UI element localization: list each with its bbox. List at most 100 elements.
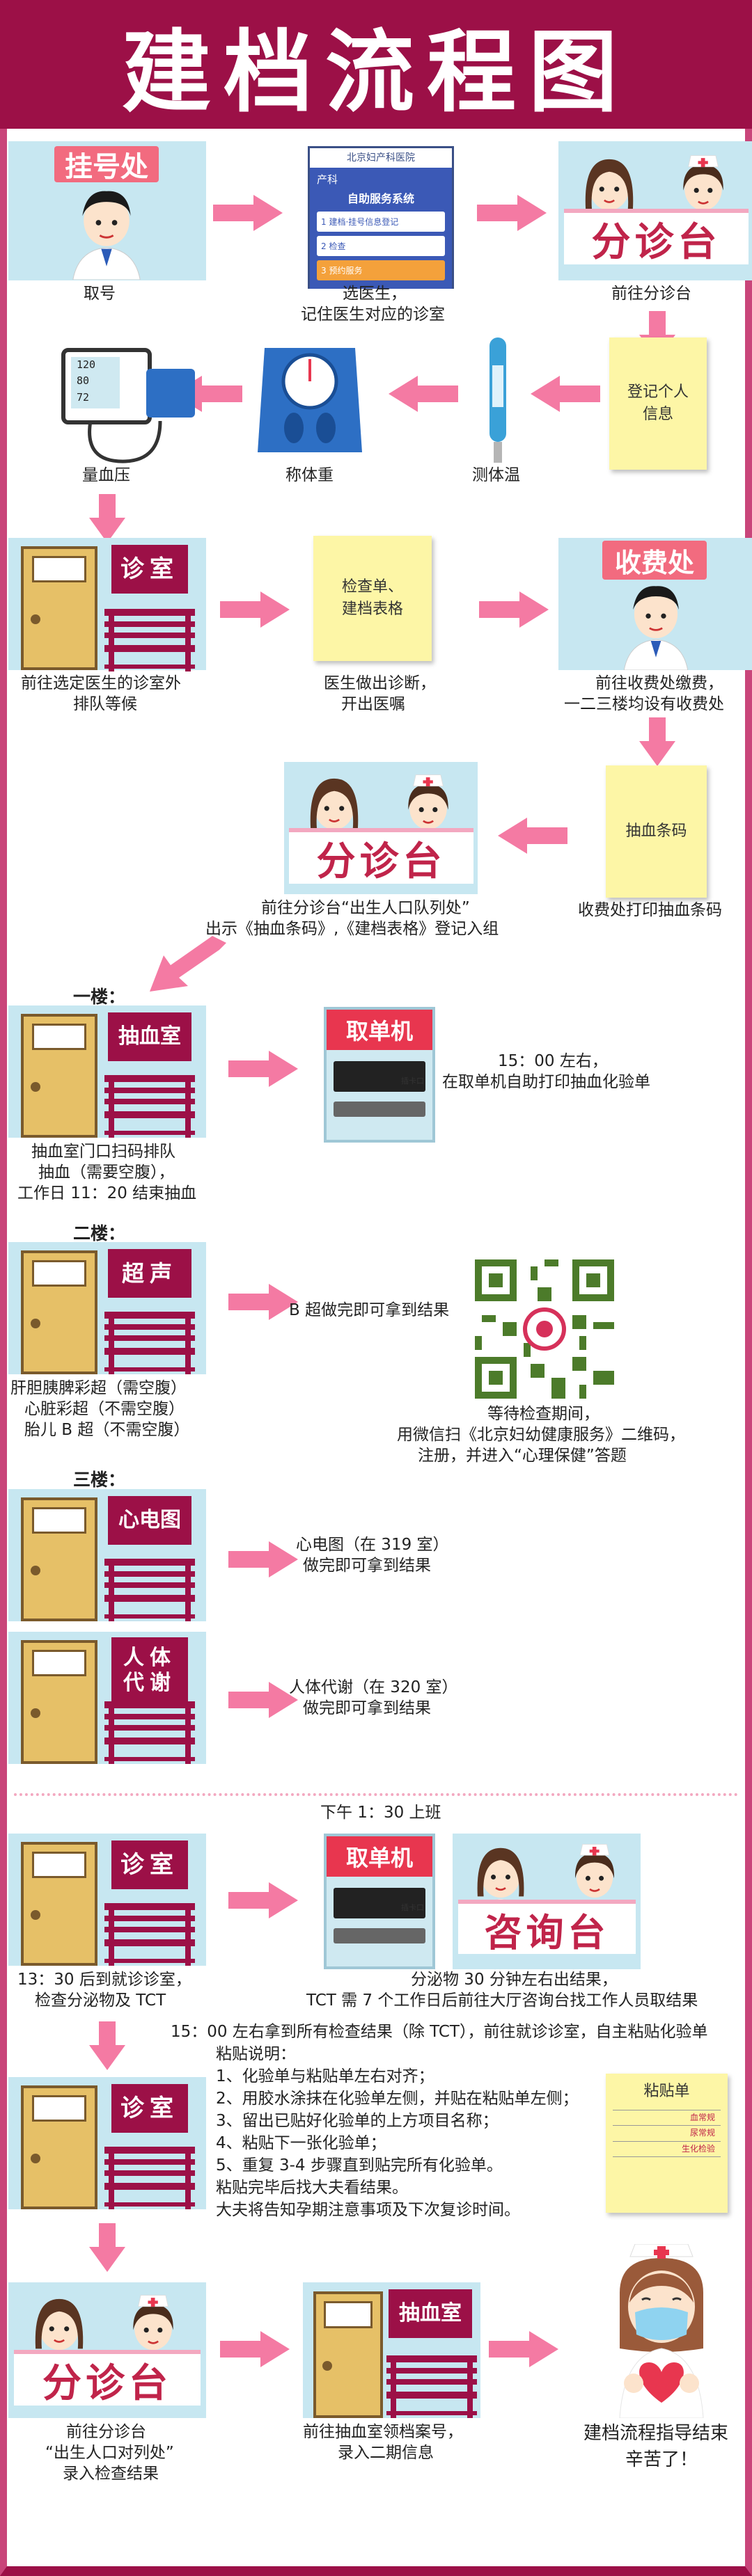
qr-caption-2: 用微信扫《北京妇幼健康服务》二维码，: [397, 1426, 685, 1444]
arrow-down-left: [150, 936, 226, 992]
cashier-clerk-icon: [622, 585, 689, 670]
floor2-label: 二楼：: [73, 1223, 126, 1243]
blood-room-caption-3: 工作日 11：20 结束抽血: [17, 1184, 197, 1202]
paste-line-3: 3、留出已贴好化验单的上方项目名称；: [216, 2112, 499, 2130]
metabolism-door: [21, 1640, 97, 1764]
register-info-line2: 信息: [642, 406, 673, 423]
machine1-caption-1: 15：00 左右，: [498, 1052, 608, 1070]
bench-3: [104, 1312, 195, 1374]
final-triage-caption-2: “出生人口对列处”: [45, 2444, 174, 2462]
phone-item[interactable]: 1 建档·挂号信息登记: [317, 212, 445, 232]
arrow-right-3: [220, 591, 290, 628]
ticket-machine-slot-2: 插卡口: [401, 1903, 424, 1912]
blood-room-sign: 抽血室: [108, 1012, 191, 1061]
registration-clerk-icon: [72, 190, 141, 280]
triage2-caption-2: 出示《抽血条码》,《建档表格》登记入组: [205, 920, 499, 938]
arrow-left-2: [389, 376, 458, 412]
final-room-sign: 抽血室: [389, 2289, 472, 2338]
triage-caption-1: 前往分诊台: [611, 285, 691, 303]
paste-sheet-title: 粘贴单: [643, 2083, 690, 2100]
registration-caption: 取号: [84, 285, 116, 303]
bench-6: [104, 1903, 195, 1966]
cashier-sign: 收费处: [602, 541, 707, 580]
paste-sheet-item: 生化检验: [613, 2140, 721, 2158]
scale-caption: 称体重: [285, 466, 334, 484]
ecg-door: [21, 1497, 97, 1621]
afternoon-divider: [14, 1793, 738, 1796]
arrow-down-4: [89, 2021, 125, 2070]
arrow-down-2: [89, 494, 125, 543]
blood-room-caption-2: 抽血（需要空腹），: [38, 1163, 175, 1182]
arrow-right-2: [477, 195, 547, 231]
registration-sign: 挂号处: [54, 146, 159, 183]
arrow-right-8: [228, 1682, 298, 1718]
cashier-caption-1: 前往收费处缴费，: [595, 674, 723, 692]
bench-7: [104, 2147, 195, 2209]
barcode-note: 抽血条码: [606, 765, 707, 898]
arrow-down-5: [89, 2223, 125, 2272]
thermometer-caption: 测体温: [472, 466, 520, 484]
afternoon-clinic-sign: 诊室: [111, 1840, 188, 1889]
triage-title-2: 分诊台: [289, 828, 473, 884]
bp-pulse: 72: [77, 390, 90, 404]
exam-form-line1: 检查单、: [341, 578, 403, 596]
arrow-right-7: [228, 1541, 298, 1577]
afternoon-clinic-door: [21, 1842, 97, 1966]
bench-2: [104, 1075, 195, 1138]
paste-clinic-door: [21, 2085, 97, 2209]
consult-title: 咨询台: [458, 1900, 636, 1955]
ticket-machine-slot-1: 插卡口: [401, 1076, 424, 1086]
ecg-sign: 心电图: [108, 1496, 191, 1545]
exam-form-note: 检查单、 建档表格: [313, 536, 432, 661]
bench-5: [104, 1701, 195, 1764]
arrow-right-11: [489, 2331, 558, 2367]
barcode-caption: 收费处打印抽血条码: [578, 901, 722, 919]
afternoon-label: 下午 1：30 上班: [320, 1804, 441, 1822]
ultrasound-caption-3: 胎儿 B 超（不需空腹）: [24, 1421, 190, 1439]
metabolism-note-1: 人体代谢（在 320 室）: [289, 1678, 458, 1696]
arrow-right-10: [220, 2331, 290, 2367]
ultrasound-door: [21, 1250, 97, 1374]
arrow-right-1: [213, 195, 283, 231]
triage-title-3: 分诊台: [14, 2350, 201, 2406]
final-room-caption-2: 录入二期信息: [338, 2444, 434, 2462]
header-banner: 建档流程图: [0, 0, 752, 129]
arrow-down-1: [639, 311, 675, 360]
arrow-left-4: [498, 818, 567, 854]
barcode-note-text: 抽血条码: [625, 822, 687, 841]
arrow-right-9: [228, 1882, 298, 1918]
afternoon-clinic-caption-2: 检查分泌物及 TCT: [35, 1991, 166, 2010]
phone-item[interactable]: 3 预约服务: [317, 260, 445, 280]
phone-item[interactable]: 2 检查: [317, 236, 445, 256]
metabolism-note-2: 做完即可拿到结果: [303, 1699, 431, 1717]
arrow-down-3: [639, 717, 675, 766]
ultrasound-caption-2: 心脏彩超（不需空腹）: [24, 1400, 185, 1418]
ticket-machine-title-1: 取单机: [327, 1010, 432, 1050]
phone-caption-2: 记住医生对应的诊室: [301, 305, 445, 324]
phone-caption-1: 选医生，: [343, 285, 407, 303]
ultrasound-note: B 超做完即可拿到结果: [289, 1301, 450, 1319]
blood-room-door: [21, 1014, 97, 1138]
thermometer-icon: [489, 337, 506, 463]
phone-tab: 产科: [317, 173, 338, 186]
ticket-machine-title-2: 取单机: [327, 1836, 432, 1877]
phone-title: 自助服务系统: [347, 192, 414, 205]
bp-systolic: 120: [77, 358, 96, 371]
doctor-caption-2: 开出医嘱: [341, 695, 405, 713]
paste-clinic-sign: 诊室: [111, 2084, 188, 2133]
nurse-with-heart-icon: [619, 2244, 704, 2418]
arrow-right-5: [228, 1051, 298, 1087]
paste-line-6: 粘贴完毕后找大夫看结果。: [216, 2179, 408, 2197]
bench-4: [104, 1559, 195, 1621]
qr-code-icon: [475, 1259, 614, 1399]
end-caption-1: 建档流程指导结束: [583, 2423, 729, 2444]
doctor-caption-1: 医生做出诊断，: [324, 674, 436, 692]
final-triage-caption-1: 前往分诊台: [66, 2423, 146, 2441]
arrow-left-1: [531, 376, 600, 412]
paste-sheet-item: 血常规: [613, 2109, 721, 2125]
ecg-note-1: 心电图（在 319 室）: [296, 1536, 449, 1554]
paste-line-4: 4、粘贴下一张化验单；: [216, 2134, 386, 2152]
paste-line-2: 2、用胶水涂抹在化验单左侧，并贴在粘贴单左侧；: [216, 2090, 579, 2108]
phone-header: 北京妇产科医院: [310, 148, 452, 168]
cashier-caption-2: 一二三楼均设有收费处: [564, 695, 724, 713]
